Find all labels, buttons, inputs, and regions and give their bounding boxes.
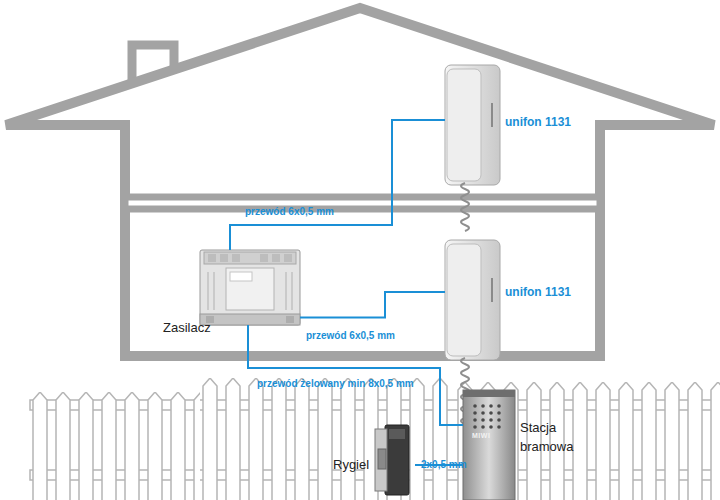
device-box: unifon 1131 [445, 65, 500, 185]
house-outline [6, 8, 714, 356]
gate-station-drawing [463, 390, 515, 500]
device-label: Rygiel [333, 457, 369, 472]
device-label: Zasilacz [163, 320, 211, 335]
cable-label: 2x0,5 mm [421, 459, 467, 470]
device-label: unifon 1131 [505, 285, 571, 299]
device-box: Zasilacz [200, 250, 300, 325]
fence [30, 378, 720, 500]
cable-line [248, 325, 463, 425]
cable-label: przewód żelowany min 8x0,5 mm [257, 378, 414, 389]
device-box: Rygiel [375, 425, 415, 495]
device-label: unifon 1131 [505, 115, 571, 129]
brand-logo: MIWI [472, 432, 490, 439]
cable-line [300, 292, 445, 318]
device-box: Stacja bramowa [463, 390, 515, 500]
cable-label: przewód 6x0,5 mm [306, 330, 395, 341]
device-label: Stacja bramowa [520, 418, 595, 456]
electric-strike-drawing [375, 425, 409, 495]
intercom-handset-drawing [445, 65, 500, 231]
floor-slab [125, 197, 600, 209]
cable-label: przewód 6x0,5 mm [245, 206, 334, 217]
device-box: unifon 1131 [445, 240, 500, 360]
power-supply-drawing [200, 250, 300, 325]
cable-line [230, 120, 445, 250]
